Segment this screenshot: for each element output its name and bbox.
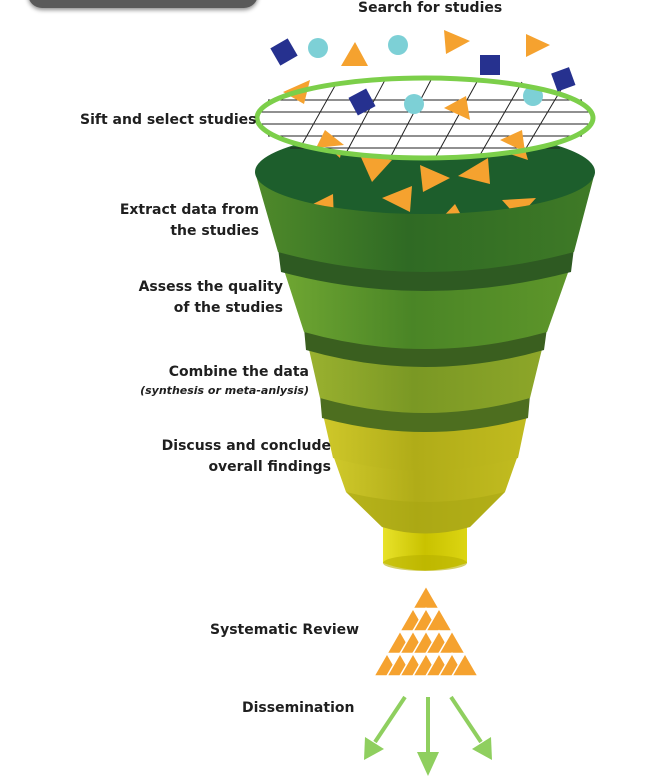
- study-triangle: [444, 96, 470, 120]
- label-discuss-line-1: Discuss and conclude: [161, 438, 331, 454]
- label-combine-line-2: (synthesis or meta-anlysis): [140, 384, 309, 397]
- study-triangle: [500, 130, 525, 152]
- label-extract-line-2: the studies: [170, 223, 259, 239]
- study-triangle: [440, 204, 465, 214]
- sieve-grid: [260, 77, 590, 159]
- label-assess-line-2: of the studies: [173, 300, 283, 316]
- study-triangle: [316, 130, 344, 148]
- arrow-left: [364, 695, 407, 760]
- pyramid-triangle: [411, 584, 441, 610]
- search-studies-shapes: [270, 30, 576, 92]
- label-discuss-line-2: overall findings: [208, 459, 331, 475]
- systematic-review-pyramid: [372, 584, 480, 677]
- pyramid-triangle: [450, 652, 480, 677]
- label-combine-line-1: Combine the data: [168, 364, 309, 380]
- study-square: [480, 55, 500, 75]
- sieve-ring: [254, 75, 596, 161]
- study-triangle: [360, 155, 392, 182]
- label-extract-line-1: Extract data from: [119, 202, 259, 218]
- study-circle: [404, 94, 424, 114]
- label-combine-data: Combine the data (synthesis or meta-anly…: [140, 362, 309, 398]
- funnel-band-assess: [283, 267, 570, 349]
- dissemination-arrows: [364, 695, 492, 776]
- arrow-down: [417, 697, 439, 776]
- label-discuss-conclude: Discuss and conclude overall findings: [162, 436, 331, 478]
- study-circle: [523, 86, 543, 106]
- study-triangle: [444, 30, 470, 54]
- study-triangle: [458, 158, 490, 184]
- label-assess-quality: Assess the quality of the studies: [139, 277, 283, 319]
- study-square: [270, 38, 298, 66]
- label-extract-data: Extract data from the studies: [120, 200, 259, 242]
- study-circle: [388, 35, 408, 55]
- study-circle: [308, 38, 328, 58]
- study-triangle: [526, 34, 550, 57]
- label-search-for-studies: Search for studies: [358, 0, 503, 16]
- arrow-right: [449, 695, 492, 760]
- study-square: [551, 67, 576, 92]
- study-triangle: [420, 165, 450, 192]
- label-sift-and-select-studies: Sift and select studies: [80, 112, 257, 128]
- label-systematic-review: Systematic Review: [210, 622, 360, 638]
- sieve: [254, 75, 596, 161]
- label-dissemination: Dissemination: [242, 700, 355, 716]
- funnel-body: [255, 130, 595, 571]
- study-triangle: [382, 186, 412, 212]
- study-triangle: [341, 42, 368, 66]
- label-assess-line-1: Assess the quality: [138, 279, 283, 295]
- top-bar: [28, 0, 258, 8]
- study-square: [348, 88, 376, 116]
